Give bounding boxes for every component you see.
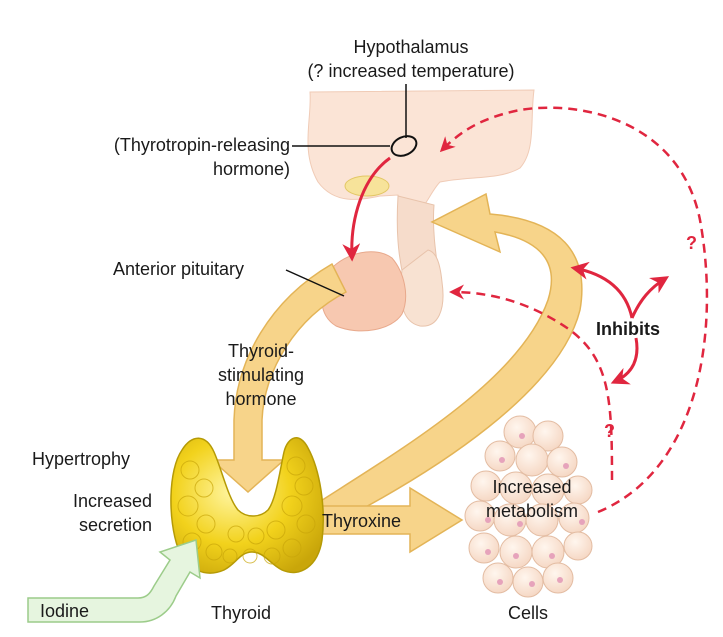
tsh-label-line3: hormone — [225, 389, 297, 409]
increased-secretion-line1: Increased — [72, 491, 152, 511]
thyroid-label: Thyroid — [210, 603, 272, 623]
metabolism-label-line1: Increased — [492, 477, 572, 497]
hypertrophy-label: Hypertrophy — [32, 449, 131, 469]
feedback-hypothalamus-path — [439, 106, 709, 514]
thyroxine-label: Thyroxine — [322, 511, 402, 531]
tsh-arrow — [210, 262, 348, 494]
trh-label-line2: hormone) — [212, 159, 290, 179]
hypothalamus-tissue — [307, 89, 535, 214]
iodine-arrow — [27, 538, 201, 623]
thyroid-gland — [170, 437, 324, 574]
inhibits-arrow-lower — [610, 337, 639, 385]
hypothalamus-label: Hypothalamus — [353, 37, 469, 57]
trh-label-line1: (Thyrotropin-releasing — [113, 135, 290, 155]
trh-arrow — [342, 156, 391, 262]
cells-cluster — [464, 415, 593, 598]
question-mark-lower: ? — [604, 421, 615, 441]
thyroxine-feedback-arrow — [315, 192, 583, 530]
thyroxine-arrow — [311, 486, 464, 554]
metabolism-label-line2: metabolism — [485, 501, 579, 521]
increased-secretion-line2: secretion — [78, 515, 152, 535]
trh-neuron-marker — [390, 135, 418, 157]
cells-label: Cells — [507, 603, 548, 623]
inhibits-arrow-upper-left — [570, 261, 634, 319]
question-mark-upper: ? — [686, 233, 697, 253]
anterior-pituitary-label: Anterior pituitary — [113, 259, 245, 279]
anterior-pituitary — [321, 251, 407, 332]
inhibits-label: Inhibits — [596, 319, 660, 339]
pituitary-leader — [285, 269, 345, 297]
inhibits-arrow-upper-right — [630, 276, 670, 319]
tsh-label-line1: Thyroid- — [227, 341, 294, 361]
tsh-label-line2: stimulating — [217, 365, 305, 385]
hypothalamus-note: (? increased temperature) — [307, 61, 515, 81]
iodine-label: Iodine — [40, 601, 90, 621]
